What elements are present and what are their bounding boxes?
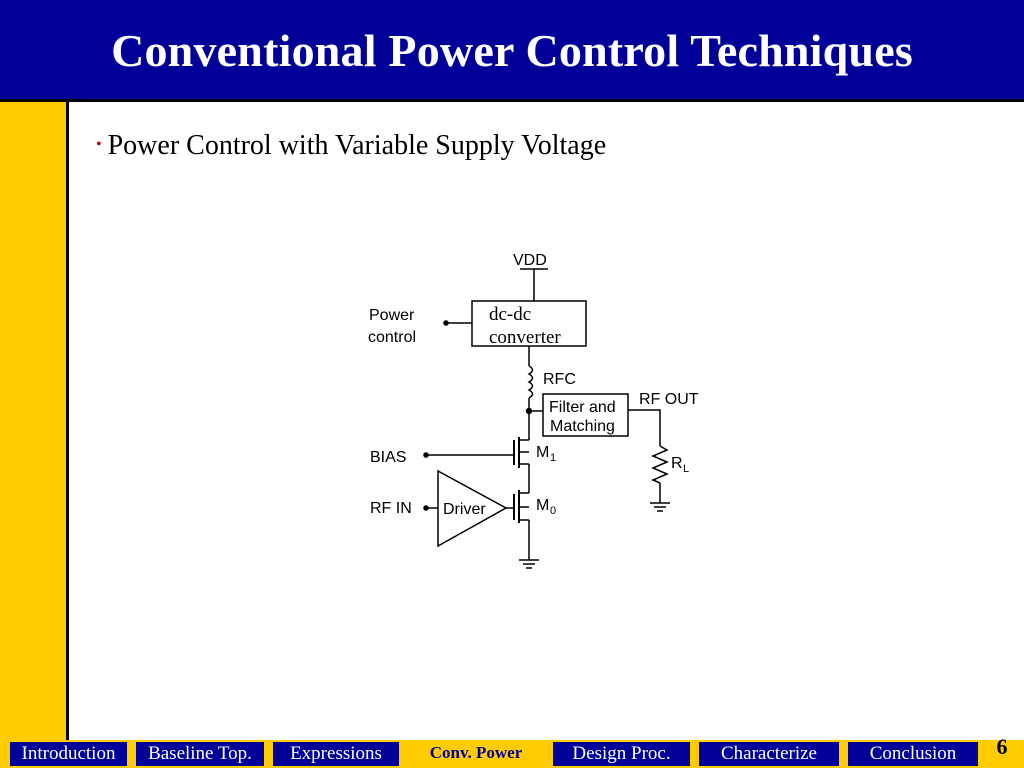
- rfc-label: RFC: [543, 371, 576, 388]
- power-control-label-line2: control: [368, 329, 416, 346]
- title-bar: [0, 0, 1024, 102]
- bias-label: BIAS: [370, 449, 406, 466]
- page-number: 6: [996, 734, 1008, 759]
- m0-subscript: 0: [550, 505, 556, 517]
- left-accent-band: [0, 102, 69, 742]
- filter-label-line2: Matching: [550, 418, 615, 435]
- m1-subscript: 1: [550, 452, 556, 464]
- bullet-text: Power Control with Variable Supply Volta…: [107, 130, 607, 161]
- rf-out-label: RF OUT: [639, 391, 699, 408]
- converter-label-line1: dc-dc: [489, 304, 531, 325]
- rl-subscript: L: [683, 463, 689, 475]
- filter-label-line1: Filter and: [549, 399, 616, 416]
- filter-matching-box: [542, 393, 629, 437]
- rf-in-label: RF IN: [370, 500, 412, 517]
- nav-expressions[interactable]: Expressions: [273, 742, 399, 766]
- converter-label-line2: converter: [489, 327, 561, 348]
- nav-introduction[interactable]: Introduction: [10, 742, 127, 766]
- bullet-icon: •: [96, 135, 102, 153]
- rf-in-terminal: [423, 505, 429, 511]
- bias-terminal: [423, 452, 429, 458]
- slide-title: Conventional Power Control Techniques: [111, 24, 913, 76]
- rl-label: R: [671, 455, 683, 472]
- nav-characterize[interactable]: Characterize: [699, 742, 839, 766]
- bullet-item: • Power Control with Variable Supply Volt…: [96, 130, 606, 162]
- rf-out-wire: [628, 409, 661, 446]
- rfc-inductor: [527, 365, 534, 399]
- m1-label: M: [536, 444, 549, 461]
- m0-label: M: [536, 497, 549, 514]
- nav-conclusion[interactable]: Conclusion: [848, 742, 978, 766]
- load-resistor: [651, 445, 669, 484]
- nav-design-proc[interactable]: Design Proc.: [553, 742, 690, 766]
- power-control-terminal: [443, 320, 449, 326]
- driver-label: Driver: [443, 501, 486, 518]
- vdd-label: VDD: [513, 252, 547, 269]
- nav-conv-power[interactable]: Conv. Power: [401, 742, 551, 766]
- power-control-label-line1: Power: [369, 307, 415, 324]
- nav-baseline-top[interactable]: Baseline Top.: [136, 742, 264, 766]
